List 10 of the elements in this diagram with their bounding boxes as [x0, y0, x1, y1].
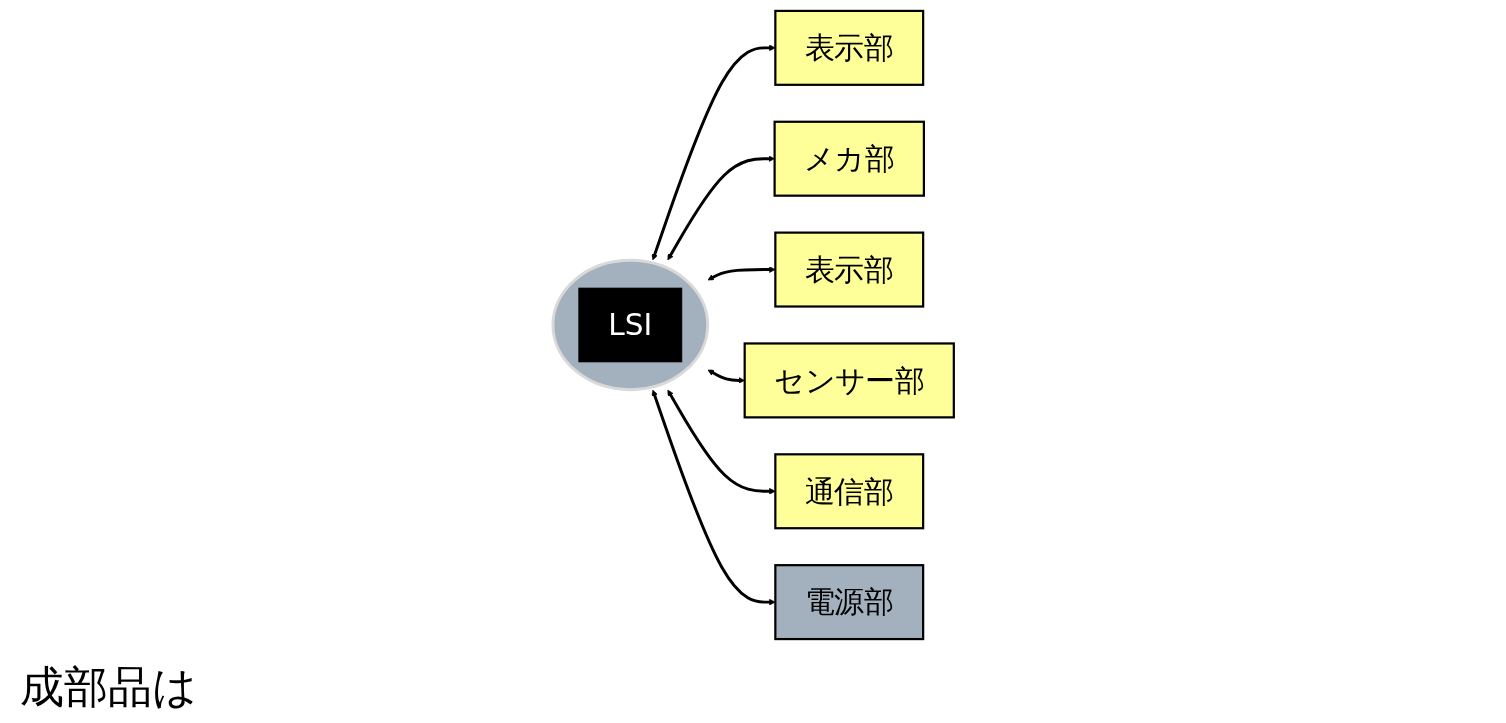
- node-box: センサー部: [743, 342, 955, 419]
- node-box: LSI: [578, 287, 682, 363]
- node-box: 表示部: [773, 9, 924, 86]
- arrow: [667, 155, 775, 261]
- node-box: 通信部: [773, 453, 924, 530]
- node-box: 表示部: [773, 231, 924, 308]
- note-text: 成部品は: [20, 661, 197, 712]
- node-box: 電源部: [773, 564, 924, 641]
- arrow: [707, 369, 745, 384]
- node-box: メカ部: [773, 120, 925, 197]
